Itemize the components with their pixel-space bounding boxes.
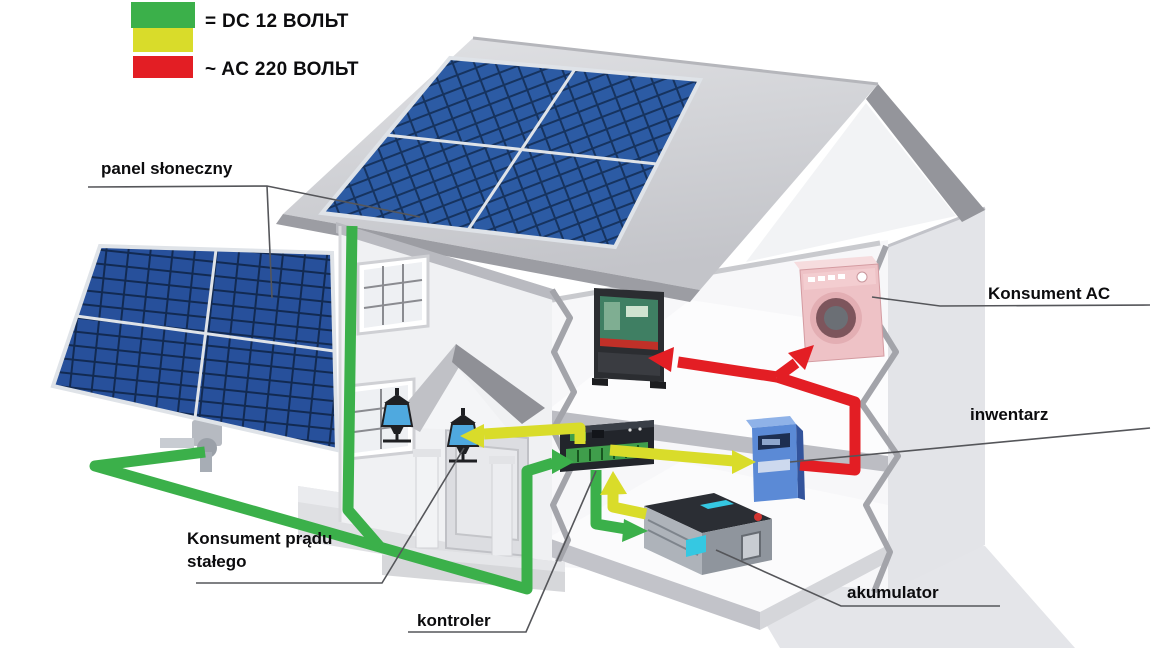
house-right-wall — [887, 206, 986, 592]
roof-gable-edge — [866, 84, 985, 222]
roof-solar-array — [318, 55, 704, 250]
leader-inverter — [789, 427, 1151, 463]
upper-floor — [548, 300, 888, 456]
leader-lines — [87, 185, 1151, 633]
leader-controller — [408, 470, 597, 633]
legend-swatches — [131, 2, 195, 78]
label-controller: kontroler — [417, 611, 491, 630]
green-arrow-to-battery — [622, 519, 648, 542]
interior — [548, 240, 901, 630]
green-arrow-to-controller — [552, 449, 574, 474]
window-upper — [356, 254, 430, 336]
gable-wall — [746, 103, 956, 262]
ground-patch — [760, 546, 1075, 648]
red-arrow-to-washer — [788, 345, 814, 370]
porch-gable — [414, 366, 510, 432]
yellow-arrow-to-inverter — [732, 450, 756, 474]
yellow-arrow-to-lamp — [460, 424, 484, 448]
label-inverter: inwentarz — [970, 405, 1049, 424]
washing-machine — [794, 256, 885, 363]
tv — [592, 288, 666, 389]
leader-ac-consumer — [871, 296, 1151, 307]
legend-ac-label: ~ AC 220 ВОЛЬТ — [205, 59, 359, 80]
label-dc-consumer: Konsument prądu stałego — [187, 529, 333, 571]
wire-dc-yellow — [460, 422, 756, 520]
leader-battery — [715, 549, 1000, 607]
label-battery: akumulator — [847, 583, 939, 602]
legend-yellow-swatch — [133, 28, 193, 52]
battery — [644, 493, 772, 575]
legend-green-swatch — [131, 2, 195, 28]
label-ac-consumer: Konsument AC — [988, 284, 1111, 303]
legend-dc-label: = DC 12 ВОЛЬТ — [205, 11, 349, 32]
inverter — [746, 416, 805, 502]
wire-dc-green — [89, 225, 648, 595]
ground-solar-array — [50, 243, 340, 472]
label-solar-panel: panel słoneczny — [101, 159, 233, 178]
red-arrow-to-tv — [648, 347, 674, 372]
leader-solar-panel — [87, 185, 421, 299]
yellow-arrow-to-controller — [600, 471, 627, 495]
wall-lamp — [380, 388, 414, 443]
leader-dc-consumer — [196, 447, 465, 584]
legend-red-swatch — [133, 56, 193, 78]
wire-ac-red — [648, 345, 861, 476]
